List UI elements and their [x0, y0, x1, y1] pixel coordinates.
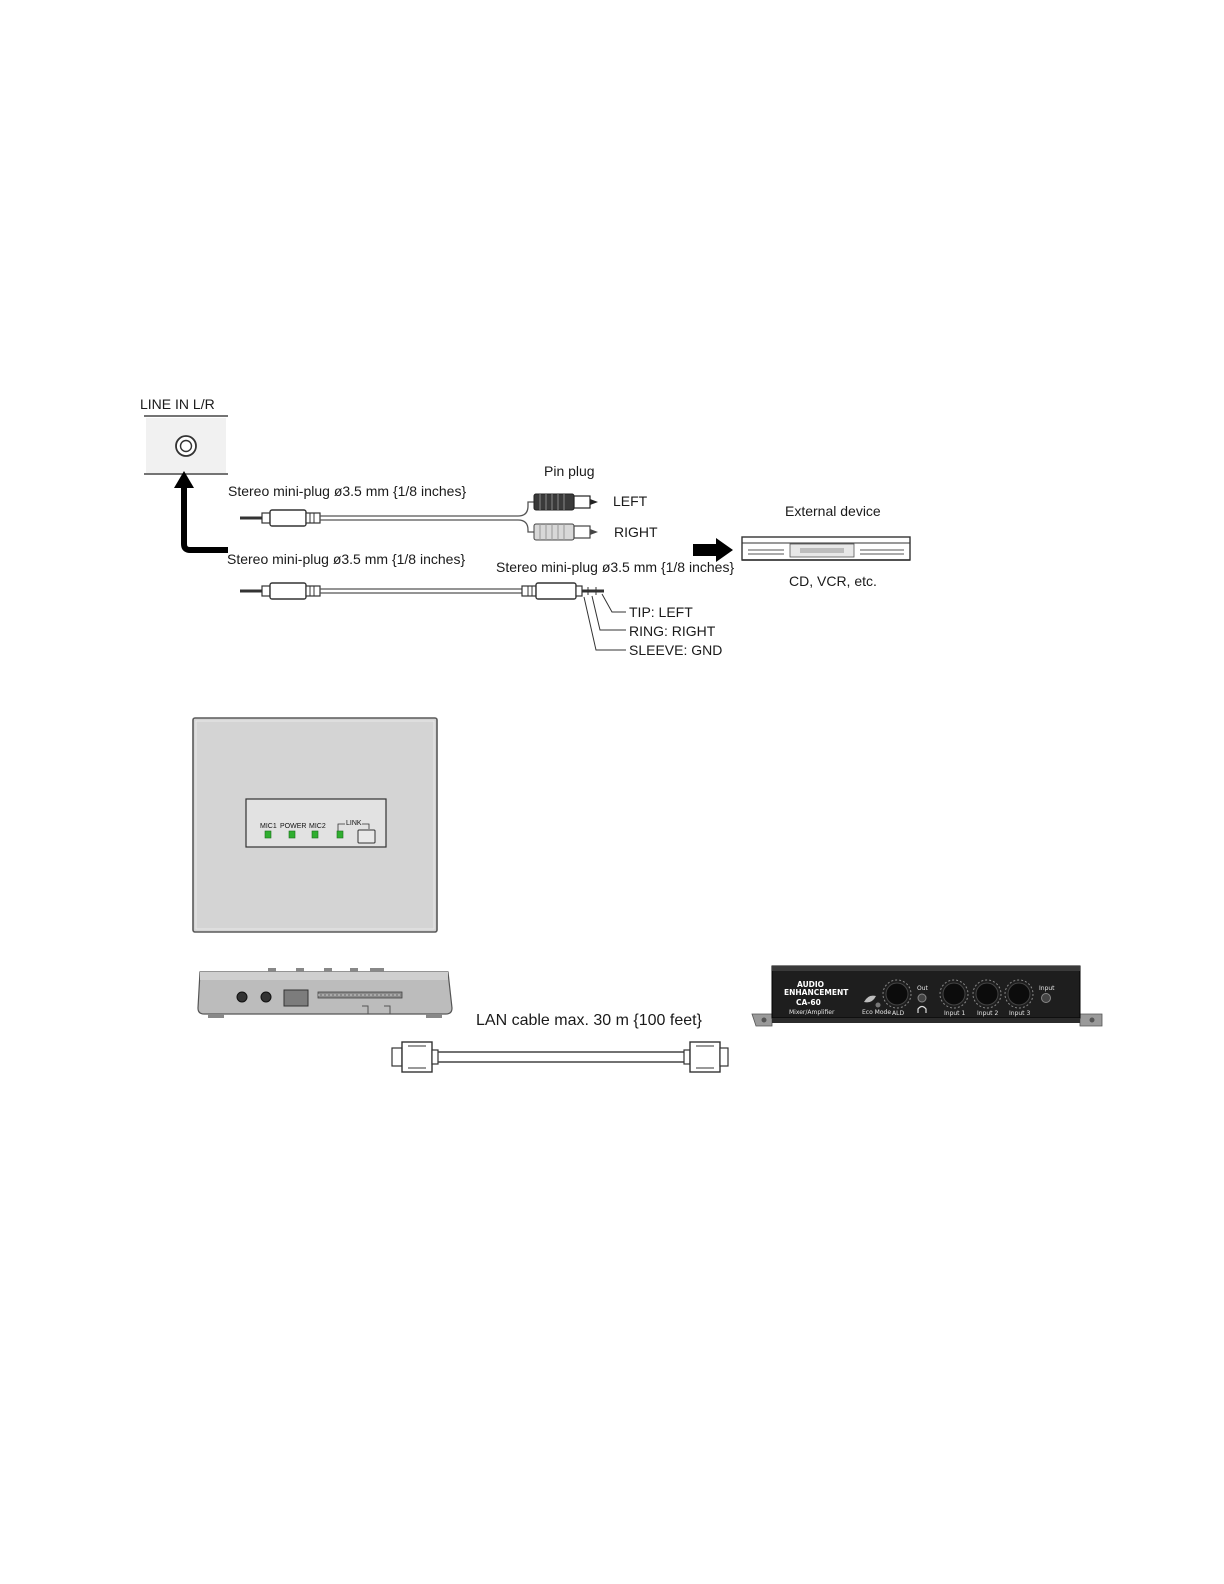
link-button[interactable]	[358, 830, 375, 843]
wall-unit-front: MIC1 POWER MIC2 LINK	[193, 718, 437, 932]
connection-arrow	[174, 471, 228, 550]
right-plug-label: Stereo mini-plug ø3.5 mm {1/8 inches}	[496, 559, 734, 575]
link-led-icon	[337, 831, 343, 838]
tip-label: TIP: LEFT	[629, 604, 693, 620]
amp-subtitle: Mixer/Amplifier	[789, 1009, 835, 1016]
mic1-label: MIC1	[260, 823, 277, 830]
right-label: RIGHT	[614, 524, 658, 540]
lan-label: LAN cable max. 30 m {100 feet}	[476, 1012, 703, 1029]
brand-line2: ENHANCEMENT	[784, 988, 849, 997]
mic1-led-icon	[265, 831, 271, 838]
knob-label-input1: Input 1	[944, 1010, 965, 1017]
line-in-label: LINE IN L/R	[140, 396, 215, 412]
mini-plug-icon	[240, 583, 320, 599]
top-plug-label: Stereo mini-plug ø3.5 mm {1/8 inches}	[228, 483, 466, 499]
external-device: External device CD, VCR, etc.	[693, 503, 910, 589]
knob-label-input3: Input 3	[1009, 1010, 1030, 1017]
amplifier: AUDIO ENHANCEMENT CA-60 Mixer/Amplifier …	[752, 966, 1102, 1026]
external-device-title: External device	[785, 503, 881, 519]
pin-plug-label: Pin plug	[544, 463, 595, 479]
mic2-label: MIC2	[309, 823, 326, 830]
pin-plug-right-icon	[534, 524, 598, 540]
external-device-caption: CD, VCR, etc.	[789, 573, 877, 589]
input-jack-label: Input	[1039, 985, 1055, 992]
link-label: LINK	[346, 820, 362, 827]
pin-plug-left-icon	[534, 494, 598, 510]
knob-label-input2: Input 2	[977, 1010, 998, 1017]
line-in-jack-icon	[261, 992, 271, 1002]
line-in-jack: LINE IN L/R	[140, 396, 228, 474]
eco-led-icon	[876, 1003, 881, 1008]
mic-jack-icon	[237, 992, 247, 1002]
ring-label: RING: RIGHT	[629, 623, 716, 639]
left-label: LEFT	[613, 493, 648, 509]
power-label: POWER	[280, 823, 306, 830]
wall-unit-bottom	[198, 968, 452, 1018]
rj45-plug-right-icon	[684, 1042, 728, 1072]
sleeve-label: SLEEVE: GND	[629, 642, 722, 658]
out-jack-icon	[918, 994, 926, 1002]
out-label: Out	[917, 985, 929, 992]
bottom-plug-label: Stereo mini-plug ø3.5 mm {1/8 inches}	[227, 551, 465, 567]
mini-plug-icon	[240, 510, 320, 526]
knob-label-ald: ALD	[892, 1010, 904, 1017]
model-label: CA-60	[796, 998, 821, 1007]
mic2-led-icon	[312, 831, 318, 838]
lan-port-icon	[284, 990, 308, 1006]
eco-label: Eco Mode	[862, 1009, 891, 1016]
player-icon	[742, 537, 910, 560]
power-led-icon	[289, 831, 295, 838]
lan-cable: LAN cable max. 30 m {100 feet}	[392, 1012, 728, 1072]
input-jack-icon	[1042, 994, 1051, 1003]
stereo-to-pin-cable: Stereo mini-plug ø3.5 mm {1/8 inches}	[228, 463, 658, 540]
rj45-plug-left-icon	[392, 1042, 438, 1072]
stereo-to-stereo-cable: Stereo mini-plug ø3.5 mm {1/8 inches} St…	[227, 551, 734, 658]
